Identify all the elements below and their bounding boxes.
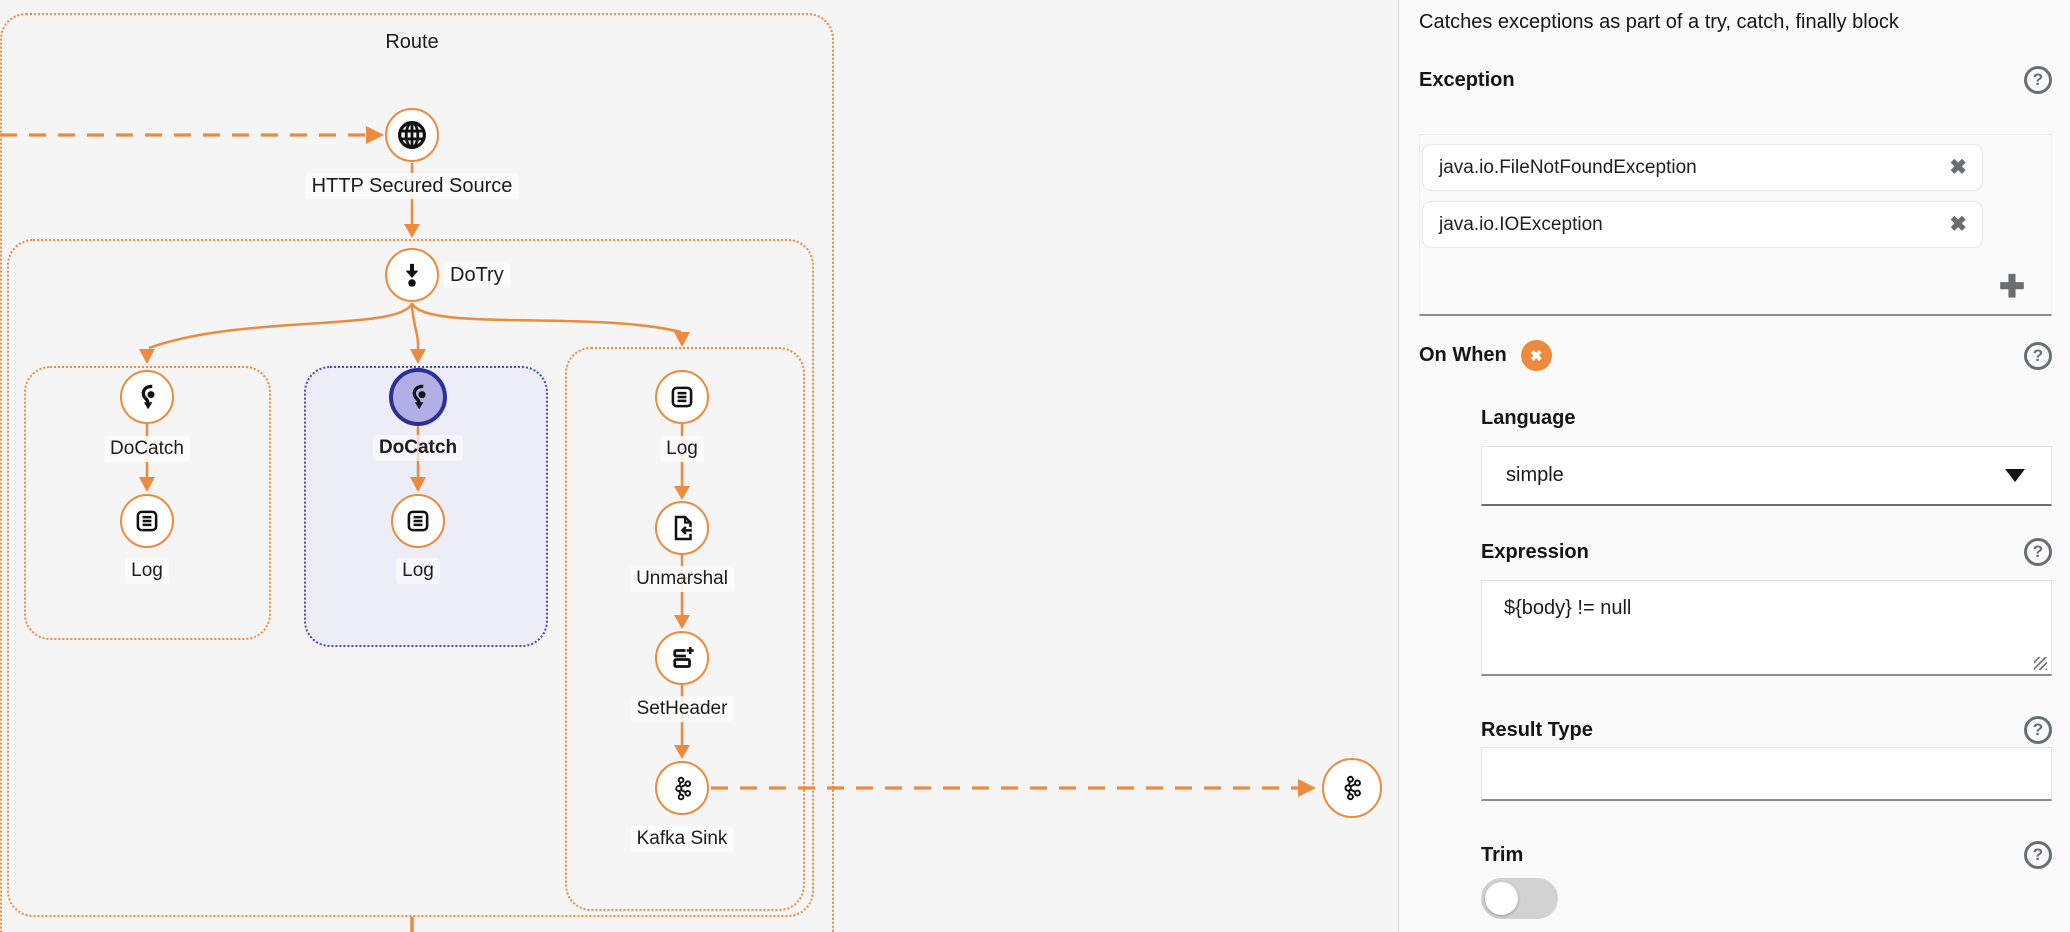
node-label-unmarshal: Unmarshal xyxy=(630,566,734,592)
toggle-knob xyxy=(1485,882,1518,915)
on-when-fields: Language simple Expression ? ${body} != … xyxy=(1481,407,2052,919)
node-label-dotry: DoTry xyxy=(444,262,510,288)
node-label-http: HTTP Secured Source xyxy=(305,173,519,199)
node-label-log-left: Log xyxy=(125,558,169,584)
resize-handle-icon[interactable] xyxy=(2034,657,2047,670)
edge-dotry-right xyxy=(410,302,682,334)
node-log-right[interactable] xyxy=(655,370,709,424)
step-description: Catches exceptions as part of a try, cat… xyxy=(1419,11,1899,33)
remove-icon[interactable]: ✖ xyxy=(1949,213,1967,236)
node-docatch-left[interactable] xyxy=(120,370,174,424)
expression-value: ${body} != null xyxy=(1504,597,1632,619)
flow-canvas[interactable]: Route HTTP Secured Source DoTry DoCatch … xyxy=(0,0,1398,932)
kafka-icon xyxy=(674,776,691,800)
node-http-secured-source[interactable] xyxy=(385,108,439,162)
properties-panel: Catches exceptions as part of a try, cat… xyxy=(1398,0,2070,932)
edge-dotry-left xyxy=(148,302,414,350)
edge-dotry-mid xyxy=(410,302,420,350)
language-field-label: Language xyxy=(1481,407,1576,429)
exception-item-row[interactable]: java.io.FileNotFoundException ✖ xyxy=(1422,144,1983,191)
node-label-docatch-left: DoCatch xyxy=(104,436,190,462)
result-type-field-label: Result Type xyxy=(1481,718,1593,741)
try-steps-container[interactable] xyxy=(565,347,805,911)
kafka-icon xyxy=(1344,775,1361,801)
node-setheader[interactable] xyxy=(655,631,709,685)
node-label-docatch-selected: DoCatch xyxy=(372,435,464,461)
help-icon[interactable]: ? xyxy=(2024,341,2052,370)
node-log-left[interactable] xyxy=(120,494,174,548)
remove-icon[interactable]: ✖ xyxy=(1949,156,1967,179)
route-label: Route xyxy=(385,31,439,53)
unmarshal-icon xyxy=(674,515,692,541)
node-label-log-right: Log xyxy=(660,436,704,462)
exception-item-value: java.io.FileNotFoundException xyxy=(1439,156,1697,178)
log-icon xyxy=(407,510,429,532)
dotry-icon xyxy=(405,263,419,287)
edges-layer xyxy=(0,126,1316,932)
node-kafka-sink[interactable] xyxy=(655,761,709,815)
node-log-mid[interactable] xyxy=(391,494,445,548)
language-selected-value: simple xyxy=(1506,464,1564,486)
add-icon[interactable]: ✚ xyxy=(1999,268,2025,304)
route-container[interactable] xyxy=(0,13,834,932)
dotry-container[interactable] xyxy=(7,239,814,917)
node-label-setheader: SetHeader xyxy=(630,696,734,722)
setheader-icon xyxy=(673,647,694,668)
docatch-branch-left-container[interactable] xyxy=(24,366,271,640)
node-label-kafka-sink: Kafka Sink xyxy=(630,826,734,852)
node-kafka-remote[interactable] xyxy=(1322,758,1382,818)
log-icon xyxy=(136,510,158,532)
docatch-icon xyxy=(141,384,155,410)
exception-field-label: Exception xyxy=(1419,68,1515,91)
node-unmarshal[interactable] xyxy=(655,501,709,555)
exception-item-row[interactable]: java.io.IOException ✖ xyxy=(1422,201,1983,248)
language-select[interactable]: simple xyxy=(1481,446,2052,506)
trim-toggle[interactable] xyxy=(1481,878,1558,919)
expression-field-label: Expression xyxy=(1481,540,1589,563)
expression-textarea[interactable]: ${body} != null xyxy=(1481,580,2052,676)
node-docatch-selected[interactable] xyxy=(389,368,447,426)
on-when-section-label: On When xyxy=(1419,344,1507,366)
trim-field-label: Trim xyxy=(1481,843,1524,866)
node-dotry[interactable] xyxy=(385,248,439,302)
chevron-down-icon xyxy=(2005,469,2025,482)
result-type-input[interactable] xyxy=(1481,747,2052,801)
help-icon[interactable]: ? xyxy=(2024,841,2052,869)
help-icon[interactable]: ? xyxy=(2024,66,2052,94)
node-label-log-mid: Log xyxy=(396,558,440,584)
log-icon xyxy=(671,386,693,408)
help-icon[interactable]: ? xyxy=(2024,538,2052,566)
help-icon[interactable]: ? xyxy=(2024,716,2052,744)
exception-item-value: java.io.IOException xyxy=(1439,213,1603,235)
close-badge-icon[interactable]: ✖ xyxy=(1520,340,1552,371)
docatch-icon xyxy=(412,384,426,410)
exception-list-group: java.io.FileNotFoundException ✖ java.io.… xyxy=(1419,134,2052,316)
globe-icon xyxy=(398,121,426,149)
